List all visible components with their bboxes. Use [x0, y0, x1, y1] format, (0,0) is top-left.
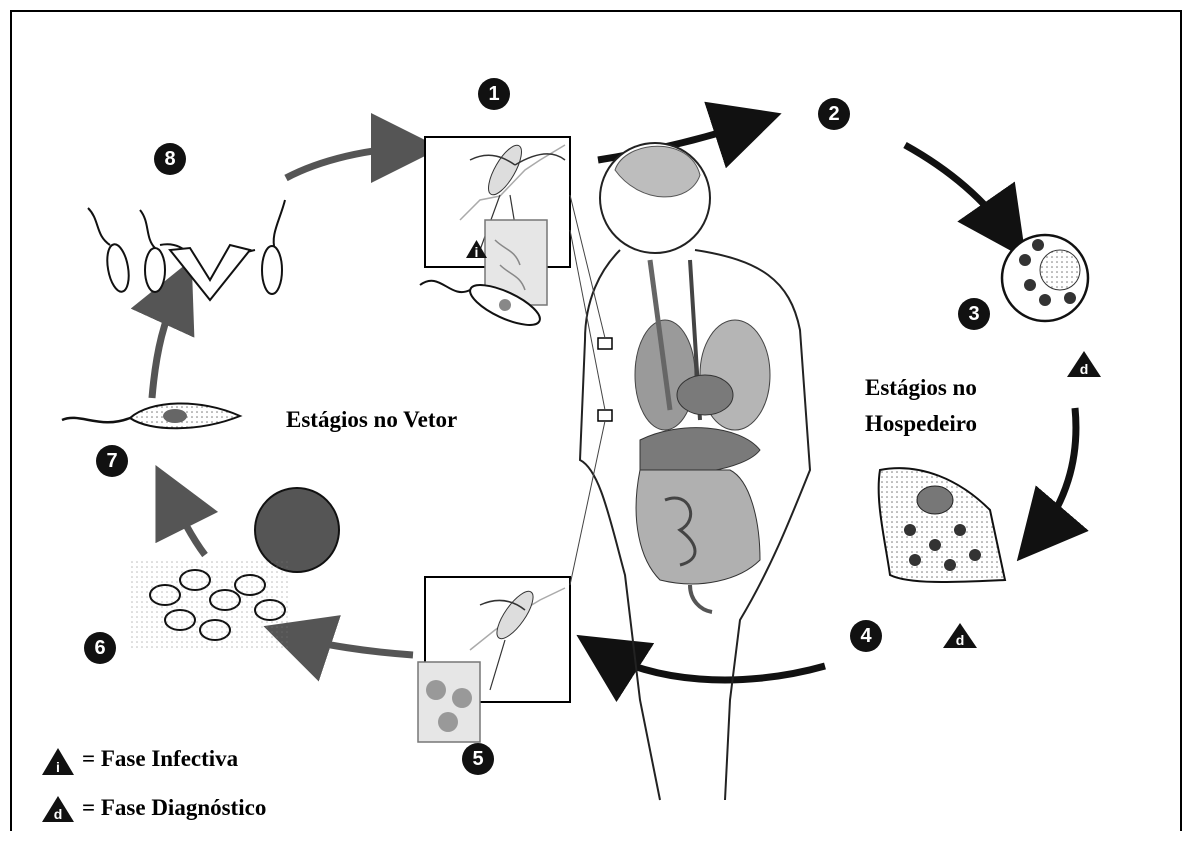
- stage-number-6: 6: [84, 632, 116, 664]
- sandfly-bite-panel-1: [425, 137, 570, 305]
- arrow-5-to-6: [290, 635, 413, 655]
- sandfly-bite-panel-5: [418, 577, 570, 742]
- arrow-2-to-3: [905, 145, 1010, 236]
- arrow-6-to-7: [168, 490, 205, 555]
- ruptured-cell-stage-4: [879, 468, 1005, 582]
- arrow-7-to-8: [152, 285, 180, 398]
- amastigote-cluster-stage-6: [130, 488, 339, 650]
- legend-infective-letter: i: [56, 759, 60, 775]
- stage-number-7: 7: [96, 445, 128, 477]
- diagnostic-badge-letter-3: d: [1080, 361, 1089, 377]
- arrow-8-to-1: [286, 148, 413, 178]
- stage-number-8: 8: [154, 143, 186, 175]
- host-stages-label-line1: Estágios no: [865, 374, 977, 402]
- stage-number-2: 2: [818, 98, 850, 130]
- stage-number-4: 4: [850, 620, 882, 652]
- promastigote-stage-7: [62, 403, 240, 428]
- human-body: [570, 143, 810, 800]
- dividing-promastigotes-stage-8: [88, 200, 285, 300]
- vector-stages-label: Estágios no Vetor: [286, 406, 457, 434]
- infected-macrophage-stage-3: [1002, 235, 1088, 321]
- stage-number-5: 5: [462, 743, 494, 775]
- arrow-3-to-4: [1035, 408, 1076, 540]
- legend-infective-text: = Fase Infectiva: [82, 746, 238, 772]
- infective-badge-letter: i: [475, 244, 479, 260]
- stage-number-3: 3: [958, 298, 990, 330]
- legend-diagnostic-text: = Fase Diagnóstico: [82, 795, 266, 821]
- diagnostic-badge-letter-4: d: [956, 632, 965, 648]
- legend-diagnostic-letter: d: [54, 806, 63, 822]
- stage-number-1: 1: [478, 78, 510, 110]
- host-stages-label-line2: Hospedeiro: [865, 410, 977, 438]
